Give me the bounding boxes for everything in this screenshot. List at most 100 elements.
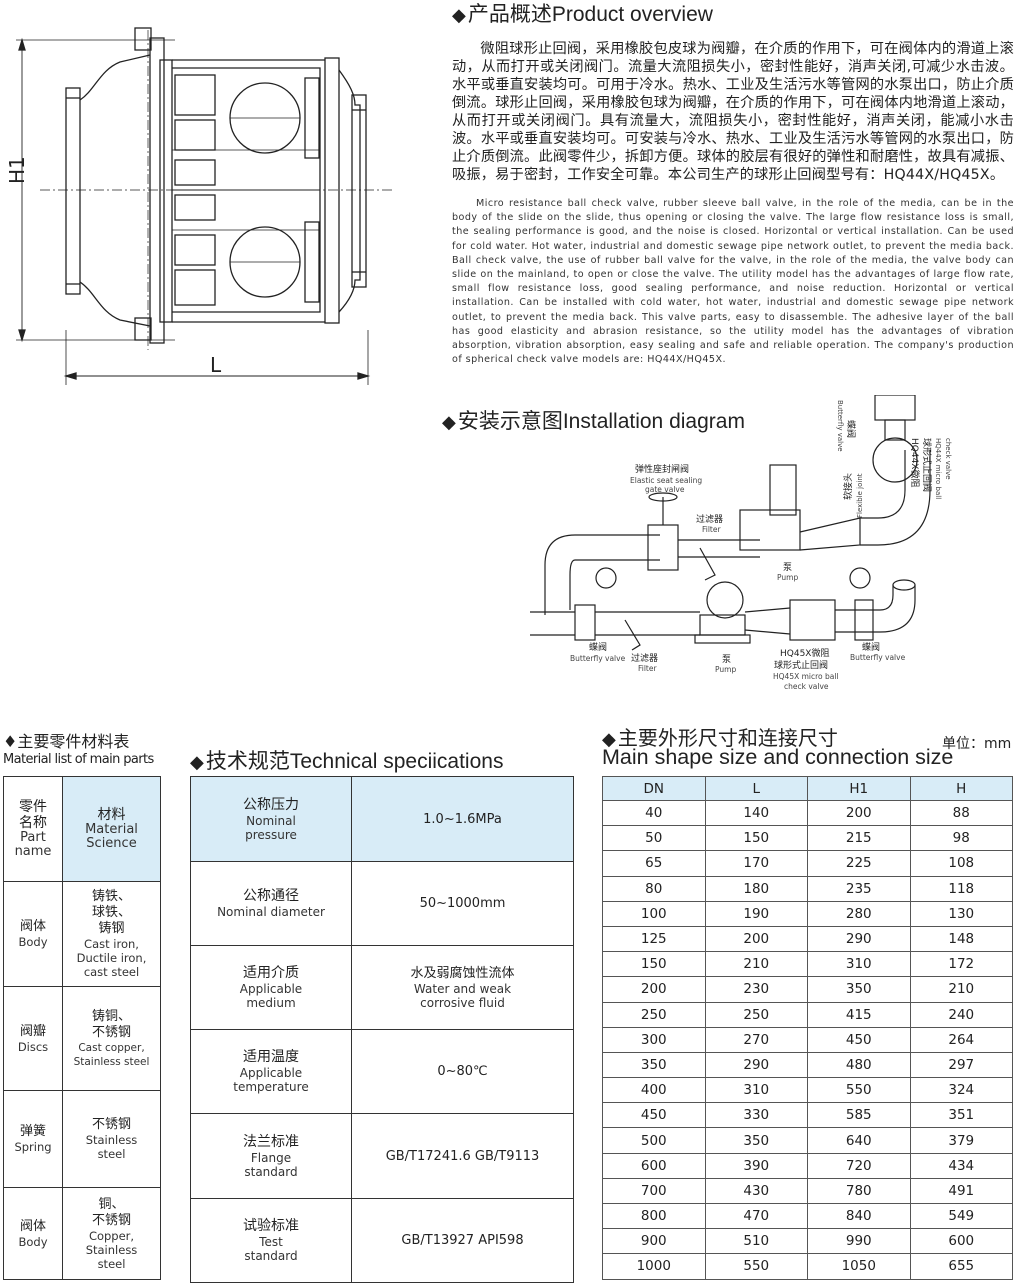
label-flexible-en: Flexible joint <box>856 473 864 518</box>
table-cell: 351 <box>909 1102 1013 1129</box>
table-cell: 98 <box>909 825 1013 852</box>
label-hq45-cn1: HQ45X微阻 <box>780 647 829 659</box>
label-filter-top-cn: 过滤器 <box>696 513 723 525</box>
table-cell: 400 <box>602 1077 706 1104</box>
l-label: L <box>210 353 222 377</box>
overview-text-cn: 微阻球形止回阀，采用橡胶包皮球为阀瓣，在介质的作用下，可在阀体内的滑道上滚动，从… <box>452 41 1014 183</box>
table-cell: 250 <box>602 1001 706 1028</box>
label-filter-top-en: Filter <box>702 525 721 534</box>
table-cell: 430 <box>704 1177 808 1205</box>
label-butterfly-right-cn: 蝶阀 <box>862 641 880 653</box>
table-cell: 350 <box>807 976 911 1003</box>
table-cell: 720 <box>807 1152 911 1179</box>
table-cell: 250 <box>704 1001 808 1028</box>
label-hq45-en2: check valve <box>784 682 829 691</box>
table-cell: 140 <box>704 799 808 827</box>
install-title: ◆安装示意图Installation diagram <box>442 410 745 433</box>
table-cell: 190 <box>704 900 808 927</box>
table-cell: 148 <box>909 925 1013 953</box>
table-cell: 290 <box>704 1051 808 1079</box>
table-cell: 379 <box>909 1127 1013 1154</box>
label-butterfly-right-en: Butterfly valve <box>850 653 906 662</box>
table-cell: 310 <box>704 1077 808 1104</box>
label-pump-top-en: Pump <box>777 573 798 582</box>
table-cell: 180 <box>704 875 808 902</box>
table-cell: 600 <box>909 1228 1013 1255</box>
dimensions-header-row: DN L H1 H <box>602 776 1013 801</box>
label-filter-bottom-cn: 过滤器 <box>631 652 658 664</box>
table-cell: 550 <box>704 1253 808 1280</box>
table-cell: 550 <box>807 1077 911 1104</box>
label-pump-top-cn: 泵 <box>783 562 792 573</box>
table-cell: 50 <box>602 825 706 852</box>
table-cell: 800 <box>602 1202 706 1230</box>
label-filter-bottom-en: Filter <box>638 664 657 673</box>
table-cell: 150 <box>602 951 706 978</box>
table-cell: 350 <box>602 1051 706 1079</box>
table-cell: 150 <box>704 825 808 852</box>
table-cell: 324 <box>909 1077 1013 1104</box>
table-cell: 240 <box>909 1001 1013 1028</box>
label-hq44-en2: check valve <box>944 438 952 480</box>
table-cell: 230 <box>704 976 808 1003</box>
table-cell: 170 <box>704 850 808 877</box>
label-hq45-en1: HQ45X micro ball <box>773 672 839 681</box>
materials-title-cn: ♦主要零件材料表 <box>3 732 130 751</box>
dimensions-unit: 单位：mm <box>942 736 1012 752</box>
table-cell: 80 <box>602 875 706 902</box>
overview-text-en: Micro resistance ball check valve, rubbe… <box>452 198 1014 366</box>
label-gate-valve-cn: 弹性座封闸阀 <box>635 463 689 475</box>
overview-title: ◆产品概述Product overview <box>452 3 713 26</box>
table-cell: 640 <box>807 1127 911 1154</box>
col-h: H <box>909 776 1013 801</box>
valve-section-drawing: H1 L <box>5 27 395 385</box>
dimensions-title-cn: ◆主要外形尺寸和连接尺寸 <box>602 728 838 750</box>
table-cell: 390 <box>704 1152 808 1179</box>
table-cell: 840 <box>807 1202 911 1230</box>
table-cell: 434 <box>909 1152 1013 1179</box>
table-cell: 88 <box>909 799 1013 827</box>
table-cell: 118 <box>909 875 1013 902</box>
label-hq44-en1: HQ44X micro ball <box>934 438 942 499</box>
col-h1: H1 <box>807 776 911 801</box>
table-cell: 350 <box>704 1127 808 1154</box>
table-cell: 125 <box>602 925 706 953</box>
label-gate-valve-en1: Elastic seat sealing <box>630 476 702 485</box>
installation-diagram: 弹性座封闸阀 Elastic seat sealing gate valve 过… <box>530 395 952 691</box>
table-cell: 108 <box>909 850 1013 877</box>
materials-header-part: 零件 名称 Part name <box>3 776 63 882</box>
label-hq45-cn2: 球形式止回阀 <box>774 659 828 671</box>
table-cell: 450 <box>602 1102 706 1129</box>
table-cell: 990 <box>807 1228 911 1255</box>
table-cell: 450 <box>807 1026 911 1053</box>
table-cell: 1050 <box>807 1253 911 1280</box>
label-gate-valve-en2: gate valve <box>645 485 685 494</box>
table-cell: 200 <box>807 799 911 827</box>
dimensions-title-en: Main shape size and connection size <box>602 745 954 769</box>
label-pump-bottom-en: Pump <box>715 665 736 674</box>
table-cell: 130 <box>909 900 1013 927</box>
table-cell: 297 <box>909 1051 1013 1079</box>
label-flexible-cn: 软接头 <box>842 473 854 500</box>
table-cell: 330 <box>704 1102 808 1129</box>
table-cell: 549 <box>909 1202 1013 1230</box>
materials-title-en: Material list of main parts <box>3 752 154 767</box>
